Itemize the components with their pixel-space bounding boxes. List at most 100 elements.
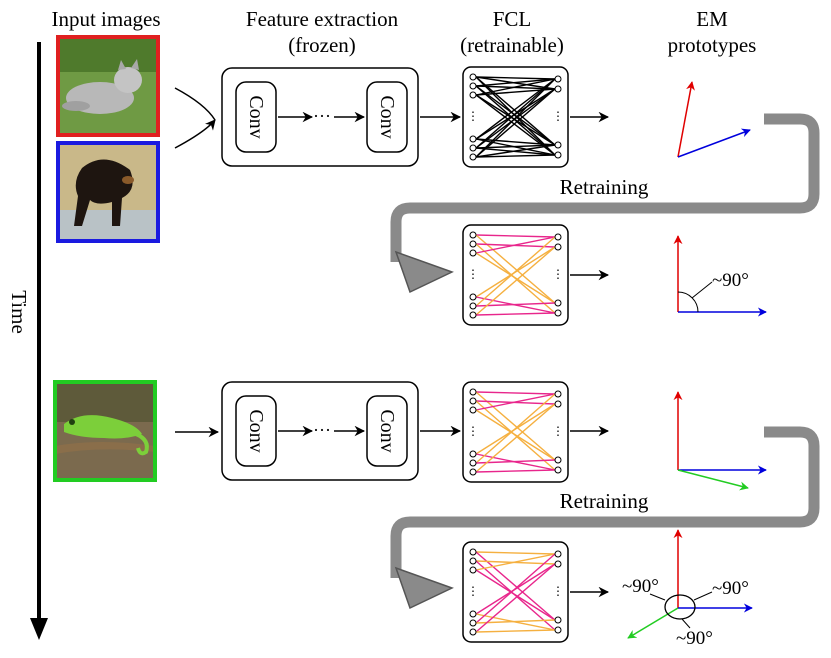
fcl-connection [475, 553, 556, 624]
header-fcl: FCL [493, 7, 532, 31]
retraining-label-2: Retraining [560, 489, 649, 513]
fcl-connection [475, 78, 556, 96]
fcl-connection [475, 563, 556, 633]
fcl-connection [475, 234, 556, 304]
fcl-node [554, 299, 562, 307]
cat-image-frame [56, 35, 160, 137]
angle-leader [691, 281, 713, 299]
fcl-dots: ⋮ [467, 267, 479, 281]
fcl-node [554, 141, 562, 149]
fcl-node [469, 73, 477, 81]
fcl-node [469, 240, 477, 248]
fcl-connection [475, 94, 556, 146]
fcl-node [469, 548, 477, 556]
em-prototypes-2: ~90° [673, 235, 767, 317]
fcl-node [469, 135, 477, 143]
fcl-connection [475, 393, 556, 411]
fcl-node [554, 616, 562, 624]
fcl-connection [475, 144, 556, 149]
fcl-node [554, 309, 562, 317]
fcl-node [554, 626, 562, 634]
merge-curve-upper [174, 87, 216, 121]
dog-image [56, 141, 160, 243]
fcl-node [554, 75, 562, 83]
retraining-label-1: Retraining [560, 175, 649, 199]
fcl-connection [475, 154, 556, 158]
prototype-red [677, 81, 695, 158]
fcl-connection [475, 252, 556, 304]
fcl-node [554, 233, 562, 241]
fcl-connection [475, 246, 556, 316]
fcl-connection [475, 234, 556, 238]
fcl-node [469, 302, 477, 310]
fcl-connection [475, 88, 556, 158]
fcl-node [469, 231, 477, 239]
fcl-node [554, 243, 562, 251]
feature-extractor-1: Conv Conv ··· [221, 67, 419, 167]
fcl-node [469, 566, 477, 574]
fcl-node [554, 456, 562, 464]
fcl-connection [475, 569, 556, 621]
chameleon-image-frame [53, 380, 157, 482]
retraining-arrow-1 [390, 113, 820, 294]
fcl-connection [475, 312, 556, 316]
time-label: Time [7, 290, 31, 334]
fcl-block-3: ⋮⋮ [462, 381, 569, 483]
header-frozen: (frozen) [288, 33, 356, 57]
em-prototypes-1 [677, 81, 751, 158]
fcl-connection [475, 393, 556, 464]
em-prototypes-3 [673, 391, 767, 491]
fcl-node [469, 153, 477, 161]
header-input-images: Input images [51, 7, 160, 31]
fcl-connection [475, 78, 556, 158]
cat-image [56, 35, 160, 137]
header-feature-extraction: Feature extraction [246, 7, 399, 31]
fcl-dots: ⋮ [467, 584, 479, 598]
fcl-node [469, 450, 477, 458]
fcl-dots: ⋮ [552, 584, 564, 598]
conv-label: Conv [376, 95, 398, 138]
fcl-dots: ⋮ [552, 424, 564, 438]
prototype-green [677, 469, 749, 491]
feature-extractor-2: Conv Conv ··· [221, 381, 419, 481]
fcl-connection [475, 236, 556, 254]
fcl-connection [475, 78, 556, 87]
fcl-node [554, 390, 562, 398]
prototype-green [627, 607, 679, 639]
header-retrainable: (retrainable) [460, 33, 564, 57]
conv-label: Conv [245, 409, 267, 452]
fcl-connection [475, 391, 556, 461]
fcl-dots: ⋮ [552, 109, 564, 123]
retraining-arrow-2 [390, 426, 820, 610]
em-prototypes-4: ~90° ~90° ~90° [622, 529, 753, 649]
fcl-block-2: ⋮⋮ [462, 224, 569, 326]
fcl-connection [475, 409, 556, 461]
ellipsis: ··· [313, 106, 331, 126]
fcl-connection [475, 469, 556, 473]
angle-leader [681, 618, 691, 629]
header-prototypes: prototypes [668, 33, 757, 57]
fcl-node [554, 400, 562, 408]
fcl-connection [475, 144, 556, 158]
fcl-node [469, 459, 477, 467]
angle-label: ~90° [712, 270, 749, 291]
angle-label: ~90° [622, 576, 659, 597]
fcl-node [469, 628, 477, 636]
fcl-node [469, 468, 477, 476]
conv-label: Conv [376, 409, 398, 452]
merge-curve-lower [174, 119, 216, 149]
fcl-connection [475, 551, 556, 621]
chameleon-image [53, 380, 157, 482]
conv-label: Conv [245, 95, 267, 138]
fcl-connection [475, 302, 556, 307]
fcl-node [554, 560, 562, 568]
angle-label: ~90° [712, 578, 749, 599]
fcl-node [469, 144, 477, 152]
fcl-node [469, 311, 477, 319]
fcl-connection [475, 76, 556, 80]
fcl-node [469, 91, 477, 99]
fcl-connection [475, 459, 556, 464]
fcl-block-1: ⋮⋮ [462, 66, 569, 168]
fcl-connection [475, 391, 556, 395]
fcl-node [469, 557, 477, 565]
